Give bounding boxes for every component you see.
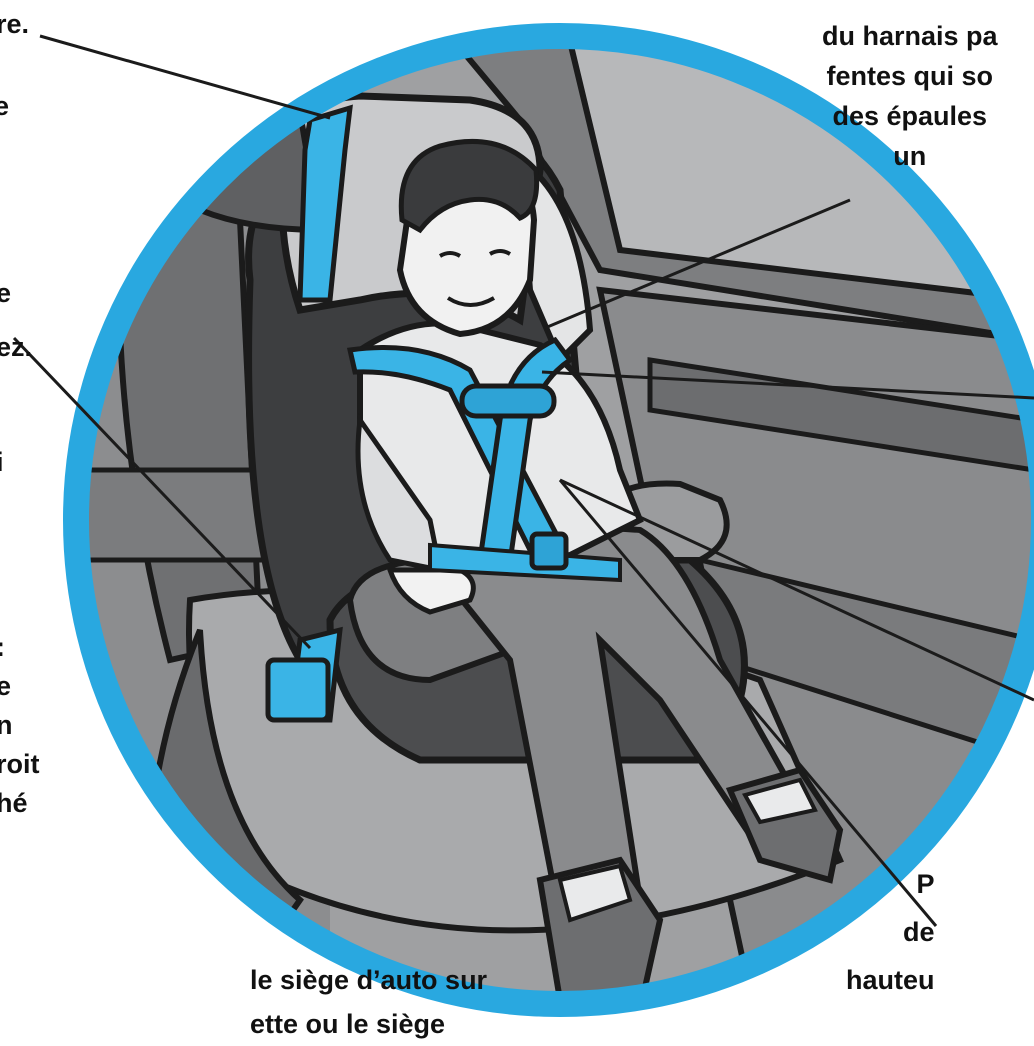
- label-top-left: re.: [0, 6, 29, 42]
- label-left-2: e: [0, 88, 9, 124]
- latch-connector: [268, 660, 328, 720]
- harness-clip-icon: [462, 386, 554, 416]
- buckle-icon: [532, 534, 566, 568]
- label-bottom-right: P de hauteu: [846, 860, 935, 1004]
- label-left-5: : e n roit hé: [0, 628, 40, 823]
- child-head: [400, 141, 537, 334]
- label-left-4: i: [0, 444, 4, 480]
- label-left-3: e ez.: [0, 266, 32, 374]
- label-bottom-left: le siège d’auto sur ette ou le siège: [250, 958, 487, 1046]
- label-top-right: du harnais pa fentes qui so des épaules …: [822, 16, 998, 176]
